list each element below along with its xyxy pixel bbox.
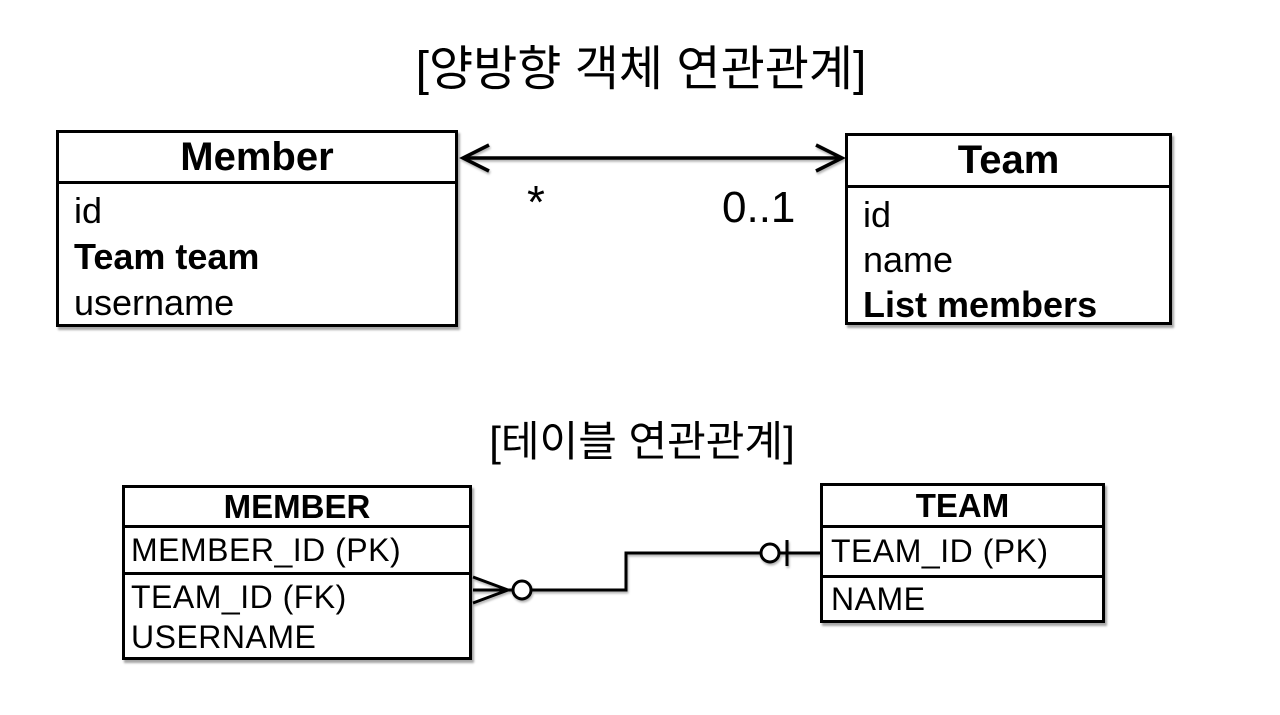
relationship-line xyxy=(473,551,820,592)
team-class-name: Team xyxy=(848,136,1169,188)
crows-foot-many-icon xyxy=(472,575,509,605)
team-class-attributes: id name List members xyxy=(848,188,1169,327)
object-association-title: [양방향 객체 연관관계] xyxy=(415,43,867,96)
member-table-pk-row: MEMBER_ID (PK) xyxy=(131,532,402,568)
multiplicity-zero-or-one-label: 0..1 xyxy=(722,183,796,232)
zero-circle-team-side-icon xyxy=(759,542,781,564)
table-association-title: [테이블 연관관계] xyxy=(489,418,795,465)
bidirectional-association-arrow xyxy=(459,143,846,173)
member-attr-username: username xyxy=(74,282,235,323)
team-table-box: TEAM TEAM_ID (PK) NAME xyxy=(820,483,1105,623)
team-table-name: TEAM xyxy=(823,486,1102,528)
member-table-name: MEMBER xyxy=(125,488,469,528)
team-table-pk-row: TEAM_ID (PK) xyxy=(831,533,1049,569)
member-attr-team: Team team xyxy=(74,236,260,277)
member-table-username-row: USERNAME xyxy=(131,619,317,655)
arrowhead-left-icon xyxy=(459,143,490,173)
member-table-fk-row: TEAM_ID (FK) xyxy=(131,579,347,615)
member-class-name: Member xyxy=(59,133,455,184)
member-table-attr-section: TEAM_ID (FK) USERNAME xyxy=(125,575,469,657)
team-table-pk-section: TEAM_ID (PK) xyxy=(823,528,1102,578)
member-table-pk-section: MEMBER_ID (PK) xyxy=(125,528,469,575)
team-attr-members: List members xyxy=(863,284,1098,325)
member-table-box: MEMBER MEMBER_ID (PK) TEAM_ID (FK) USERN… xyxy=(122,485,472,660)
zero-circle-member-side-icon xyxy=(511,579,533,601)
team-table-name-row: NAME xyxy=(831,581,926,617)
team-attr-id: id xyxy=(863,194,892,235)
team-table-attr-section: NAME xyxy=(823,578,1102,619)
team-attr-name: name xyxy=(863,239,954,280)
member-attr-id: id xyxy=(74,190,103,231)
multiplicity-many-label: * xyxy=(527,176,545,228)
member-class-attributes: id Team team username xyxy=(59,184,455,326)
team-class-box: Team id name List members xyxy=(845,133,1172,325)
fk-relationship-connector xyxy=(472,540,820,605)
member-class-box: Member id Team team username xyxy=(56,130,458,327)
arrowhead-right-icon xyxy=(815,143,846,173)
